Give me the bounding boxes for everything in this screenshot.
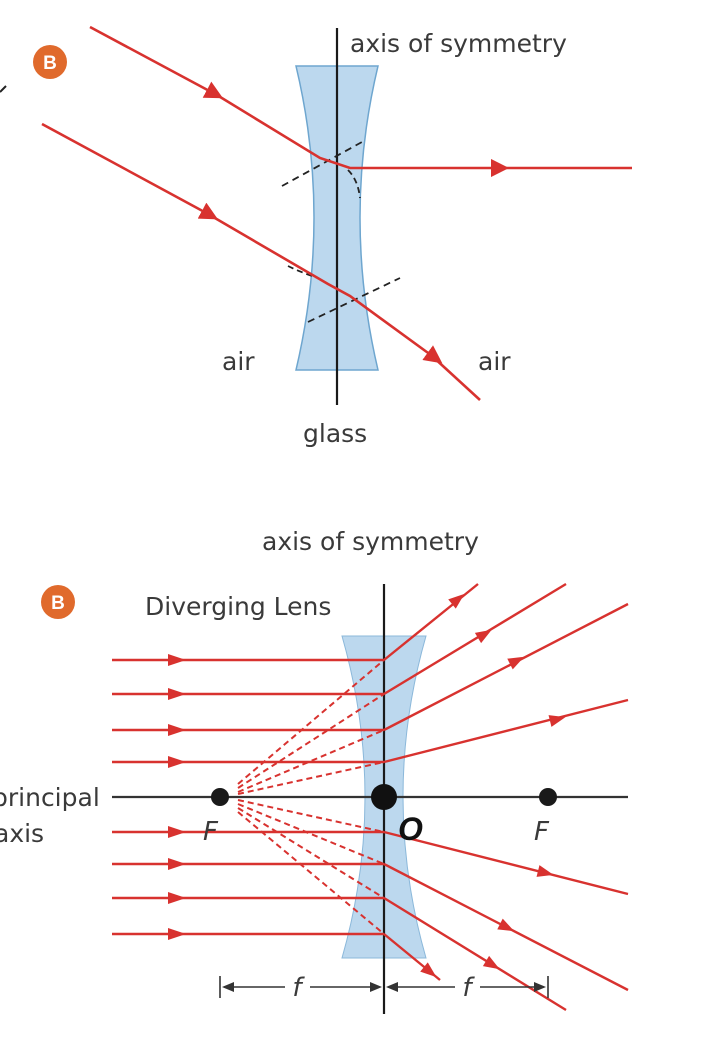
top-diagram: B axis of symmetry air air glass [0,25,632,448]
top-badge: B [33,45,67,79]
focal-length-label-left: f [292,973,305,1003]
badge-letter: B [43,53,57,74]
bottom-diagram: axis of symmetry B Diverging Lens princi… [0,527,629,1014]
normal-curve-1 [347,169,361,199]
incident-rays [112,658,384,936]
lens-material-label: glass [303,419,367,448]
principal-axis-label-line1: principal [0,783,100,812]
optical-centre-point [371,784,397,810]
refracted-rays [383,582,629,1012]
edge-mark [0,85,7,93]
diverging-lens-title: Diverging Lens [145,592,331,621]
focus-point-left [211,788,229,806]
bottom-badge: B [41,585,75,619]
badge-letter-2: B [51,593,65,614]
optical-centre-label: O [398,811,423,847]
normal-line-1 [281,141,363,187]
badge-circle-2 [41,585,75,619]
axis-of-symmetry-label: axis of symmetry [350,29,567,58]
badge-circle [33,45,67,79]
focal-length-markers [219,976,549,998]
left-medium-label: air [222,347,255,376]
refracted-arrowheads [420,593,566,978]
incident-arrowheads [168,654,186,940]
focus-label-right: F [534,817,550,847]
top-ray-1 [89,25,632,178]
principal-axis-label-line2: axis [0,819,44,848]
right-medium-label: air [478,347,511,376]
normal-curve-2 [287,265,319,279]
focal-length-arrowheads [222,982,546,992]
focus-point-right [539,788,557,806]
focus-label-left: F [203,817,219,847]
virtual-rays [237,659,385,935]
axis-of-symmetry-label-2: axis of symmetry [262,527,479,556]
focal-length-label-right: f [462,973,475,1003]
top-ray-2 [41,122,481,401]
